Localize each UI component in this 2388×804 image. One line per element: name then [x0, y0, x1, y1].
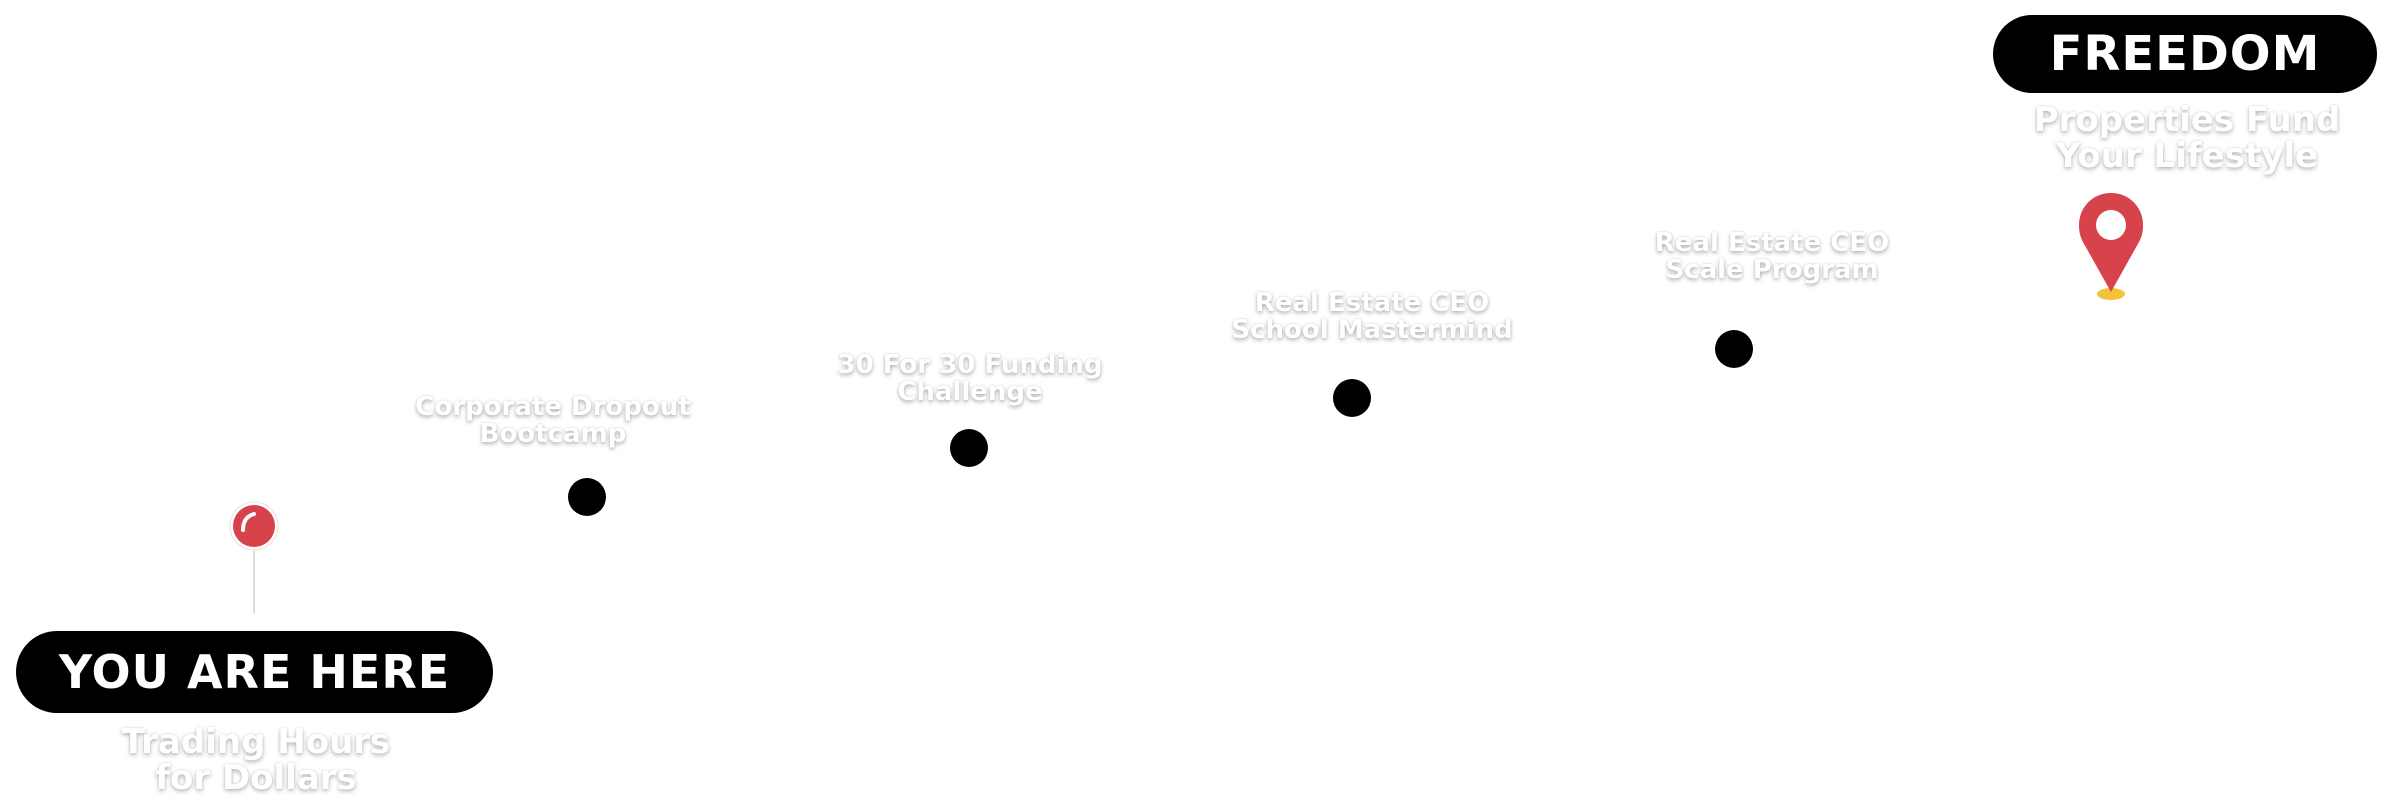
milestone-label-3: Real Estate CEO School Mastermind [1231, 290, 1512, 344]
milestone-label-2-line-1: 30 For 30 Funding [837, 350, 1103, 380]
freedom-badge: FREEDOM [1993, 15, 2377, 93]
milestone-dot-1 [568, 478, 606, 516]
pushpin-icon [229, 501, 279, 613]
end-subtitle: Properties Fund Your Lifestyle [2034, 102, 2341, 174]
milestone-label-4-line-2: Scale Program [1665, 255, 1879, 285]
milestone-label-3-line-1: Real Estate CEO [1254, 288, 1490, 318]
milestone-label-4-line-1: Real Estate CEO [1654, 228, 1890, 258]
end-subtitle-line-2: Your Lifestyle [2055, 136, 2319, 176]
milestone-label-1-line-2: Bootcamp [479, 419, 627, 449]
freedom-text: FREEDOM [2049, 26, 2321, 82]
end-subtitle-line-1: Properties Fund [2033, 100, 2341, 140]
map-pin-icon [2079, 193, 2143, 300]
milestone-label-3-line-2: School Mastermind [1231, 315, 1513, 345]
milestone-dot-2 [950, 429, 988, 467]
milestone-dot-3 [1333, 379, 1371, 417]
you-are-here-badge: YOU ARE HERE [16, 631, 493, 713]
start-subtitle: Trading Hours for Dollars [122, 724, 391, 796]
you-are-here-text: YOU ARE HERE [58, 645, 451, 699]
milestone-label-4: Real Estate CEO Scale Program [1655, 230, 1889, 284]
milestone-label-2-line-2: Challenge [897, 377, 1043, 407]
milestone-label-2: 30 For 30 Funding Challenge [837, 352, 1102, 406]
start-subtitle-line-2: for Dollars [155, 758, 357, 798]
milestone-label-1: Corporate Dropout Bootcamp [415, 394, 690, 448]
start-subtitle-line-1: Trading Hours [121, 722, 391, 762]
milestone-label-1-line-1: Corporate Dropout [415, 392, 691, 422]
milestone-dot-4 [1715, 330, 1753, 368]
